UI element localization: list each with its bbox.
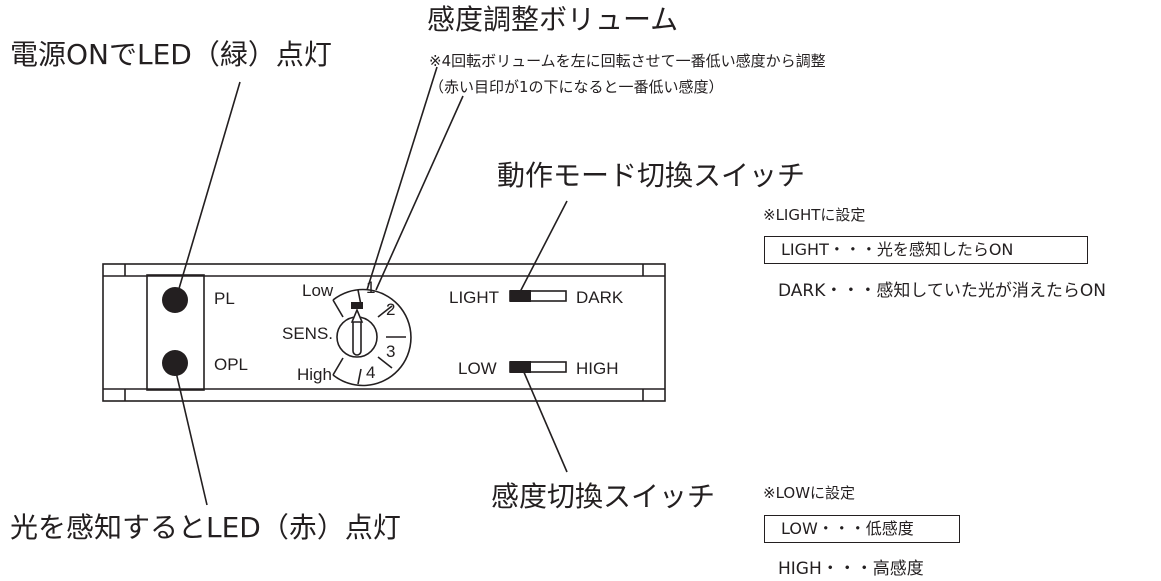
- switch2-left-label: LOW: [458, 359, 497, 378]
- dial-number-2: 2: [386, 300, 396, 319]
- dial-low-label: Low: [302, 281, 334, 300]
- leader-volume-b: [375, 95, 464, 291]
- dial-high-label: High: [297, 365, 332, 384]
- switch2-right-label: HIGH: [576, 359, 619, 378]
- switch1-right-label: DARK: [576, 288, 624, 307]
- detect-led: [162, 350, 188, 376]
- dial-number-4: 4: [366, 363, 376, 382]
- power-led: [162, 287, 188, 313]
- leader-sens-switch: [522, 369, 568, 473]
- device-body: [102, 263, 666, 402]
- power-led-callout: 電源ONでLED（緑）点灯: [10, 38, 332, 71]
- detect-led-callout: 光を感知するとLED（赤）点灯: [10, 511, 401, 544]
- sens-switch-title: 感度切換スイッチ: [491, 480, 716, 513]
- mode-setting-selected: LIGHT・・・光を感知したらON: [764, 236, 1088, 264]
- led-bottom-label: OPL: [214, 355, 249, 374]
- mode-switch-title: 動作モード切換スイッチ: [497, 159, 806, 192]
- leader-power-led: [177, 81, 241, 293]
- leader-volume-a: [366, 66, 438, 291]
- dial-number-1: 1: [366, 278, 376, 297]
- sens-label: SENS.: [282, 324, 334, 343]
- sens-volume-note1: ※4回転ボリュームを左に回転させて一番低い感度から調整: [429, 52, 826, 70]
- dial-marker: [351, 302, 363, 309]
- led-top-label: PL: [214, 289, 235, 308]
- led-window: [146, 274, 205, 391]
- sens-volume-title: 感度調整ボリューム: [427, 3, 679, 36]
- mode-setting-note: ※LIGHTに設定: [763, 206, 866, 224]
- leader-detect-led: [175, 371, 208, 506]
- mode-setting-other: DARK・・・感知していた光が消えたらON: [778, 281, 1106, 301]
- dial-number-3: 3: [386, 342, 396, 361]
- sens-volume-note2: （赤い目印が1の下になると一番低い感度）: [429, 78, 724, 96]
- sens-setting-other: HIGH・・・高感度: [778, 559, 924, 579]
- sens-setting-note: ※LOWに設定: [763, 484, 856, 502]
- leader-mode-switch: [519, 200, 568, 293]
- sens-setting-selected: LOW・・・低感度: [764, 515, 960, 543]
- switch1-left-label: LIGHT: [449, 288, 500, 307]
- sensitivity-dial: [332, 288, 412, 387]
